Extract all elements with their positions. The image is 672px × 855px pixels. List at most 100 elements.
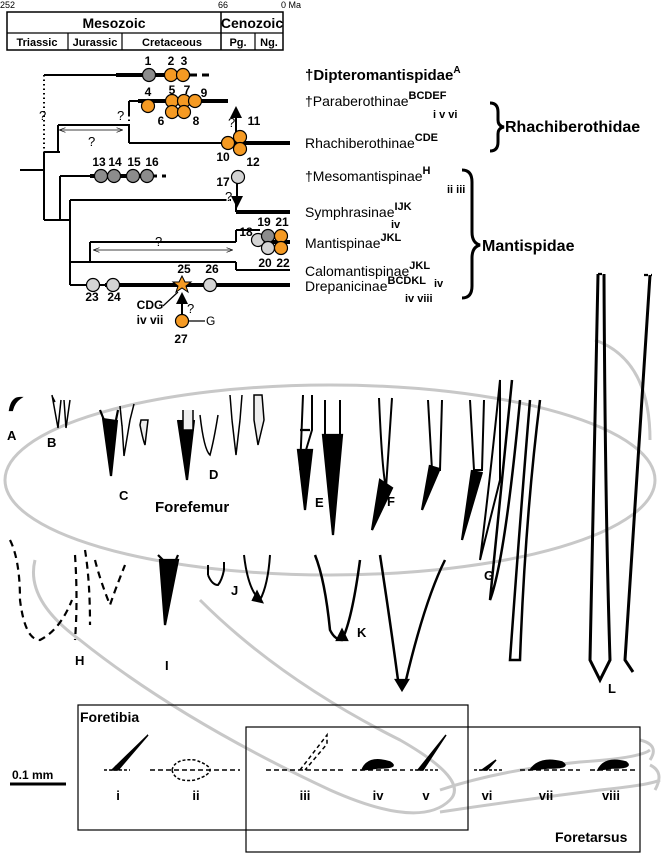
question-mark: ? [117,108,124,123]
taxon-paraberothinae-sub: i v vi [433,109,457,121]
node-circle-4 [140,98,156,114]
node-number: 5 [169,83,176,97]
node-circle-22 [273,240,289,256]
seta-b-shape [51,394,62,429]
roman-label-viii: viii [602,788,620,803]
setae [8,272,652,693]
annotation-cdg: CDG [137,298,164,312]
nodes [85,67,289,329]
foretibia-outline [32,559,456,815]
node-number: 9 [201,86,208,100]
roman-label-iv: iv [373,788,385,803]
node-circle-15 [125,168,141,184]
phylogeny-tree [20,73,290,322]
node-circle-6 [164,104,180,120]
node-number: 11 [248,114,261,128]
node-circle-14 [106,168,122,184]
node-circle-27 [174,313,190,329]
node-number: 19 [257,215,271,229]
node-circle-3 [175,67,191,83]
taxon-mesomantispinae-sub: ii iii [447,184,465,196]
seta-f-shape [370,478,394,531]
taxon-drepanicinae-sub: iv viii [405,293,433,305]
foretarsus-label: Foretarsus [555,829,628,845]
seta-label-l: L [608,681,616,696]
annotation-cdg-sub: iv vii [137,313,164,327]
roman-labels: i ii iii iv v vi vii viii [116,788,620,803]
foretibia-label: Foretibia [80,709,139,725]
seta-g-shape [479,379,501,561]
forefemur-label: Forefemur [155,499,229,516]
node-circle-26 [202,277,218,293]
foretibia-box [77,704,469,831]
node-number: 7 [184,83,191,97]
question-mark: ? [187,301,194,316]
question-mark: ? [225,189,232,204]
seta-label-k: K [357,625,367,640]
node-number: 24 [107,290,121,304]
tick-0-ma: 0 Ma [281,0,301,10]
seta-label-f: F [387,494,395,509]
node-number: 27 [174,332,188,346]
seta-label-a: A [7,428,17,443]
seta-l-shape [588,273,612,684]
taxon-mesomantispinae: †MesomantispinaeH [305,165,431,184]
node-circle-13 [93,168,109,184]
question-mark: ? [228,115,235,130]
node-circle-16 [139,168,155,184]
node-number: 6 [158,114,165,128]
taxa-labels: †DipteromantispidaeA †ParaberothinaeBCDE… [305,65,465,305]
question-mark: ? [39,108,46,123]
seta-label-b: B [47,435,56,450]
question-mark: ? [88,134,95,149]
period-triassic: Triassic [17,37,58,49]
seta-k-shape [313,554,362,642]
seta-label-j: J [231,583,238,598]
era-cenozoic: Cenozoic [221,15,283,31]
node-circle-11 [232,129,248,145]
seta-label-c: C [119,488,129,503]
period-jurassic: Jurassic [73,37,118,49]
setae-labels: A B C D E F G H I J K L [7,428,616,696]
node-number: 20 [258,256,272,270]
period-neogene: Ng. [260,37,278,49]
taxon-calomantispinae-sub: iv [434,278,444,290]
seta-label-g: G [484,568,494,583]
taxon-rhachiberothinae: RhachiberothinaeCDE [305,132,438,151]
node-number: 1 [145,54,152,68]
seta-label-d: D [209,467,218,482]
foretarsus-box [245,726,641,853]
roman-label-i: i [116,788,120,803]
taxon-drepanicinae: DrepanicinaeBCDKL [305,275,426,294]
question-mark: ? [155,234,162,249]
node-circle-21 [273,228,289,244]
node-circle-10 [220,135,236,151]
node-circle-9 [187,93,203,109]
node-circle-1 [141,67,157,83]
node-number: 12 [246,155,260,169]
seta-e-shape [296,448,314,511]
taxon-mantispinae: MantispinaeJKL [305,232,402,251]
node-numbers: 1 2 3 4 5 6 7 8 9 10 11 12 13 14 15 16 1… [85,54,290,346]
roman-label-ii: ii [192,788,199,803]
era-mesozoic: Mesozoic [82,15,145,31]
seta-d-shape [176,419,196,481]
femur-upper-outline [594,338,652,441]
roman-label-v: v [422,788,430,803]
node-circle-8 [176,104,192,120]
node-number: 22 [276,256,290,270]
tick-252: 252 [0,0,15,10]
annotation-g: G [206,314,215,328]
seta-h-shape [9,539,74,642]
seta-label-e: E [315,495,324,510]
node-number: 18 [239,225,253,239]
forefemur-outline [3,383,657,577]
node-circle-12 [232,141,248,157]
roman-label-vii: vii [539,788,553,803]
node-number: 10 [216,150,230,164]
node-number: 17 [216,175,230,189]
period-paleogene: Pg. [229,37,246,49]
scale-label: 0.1 mm [12,768,53,782]
node-number: 15 [127,155,141,169]
